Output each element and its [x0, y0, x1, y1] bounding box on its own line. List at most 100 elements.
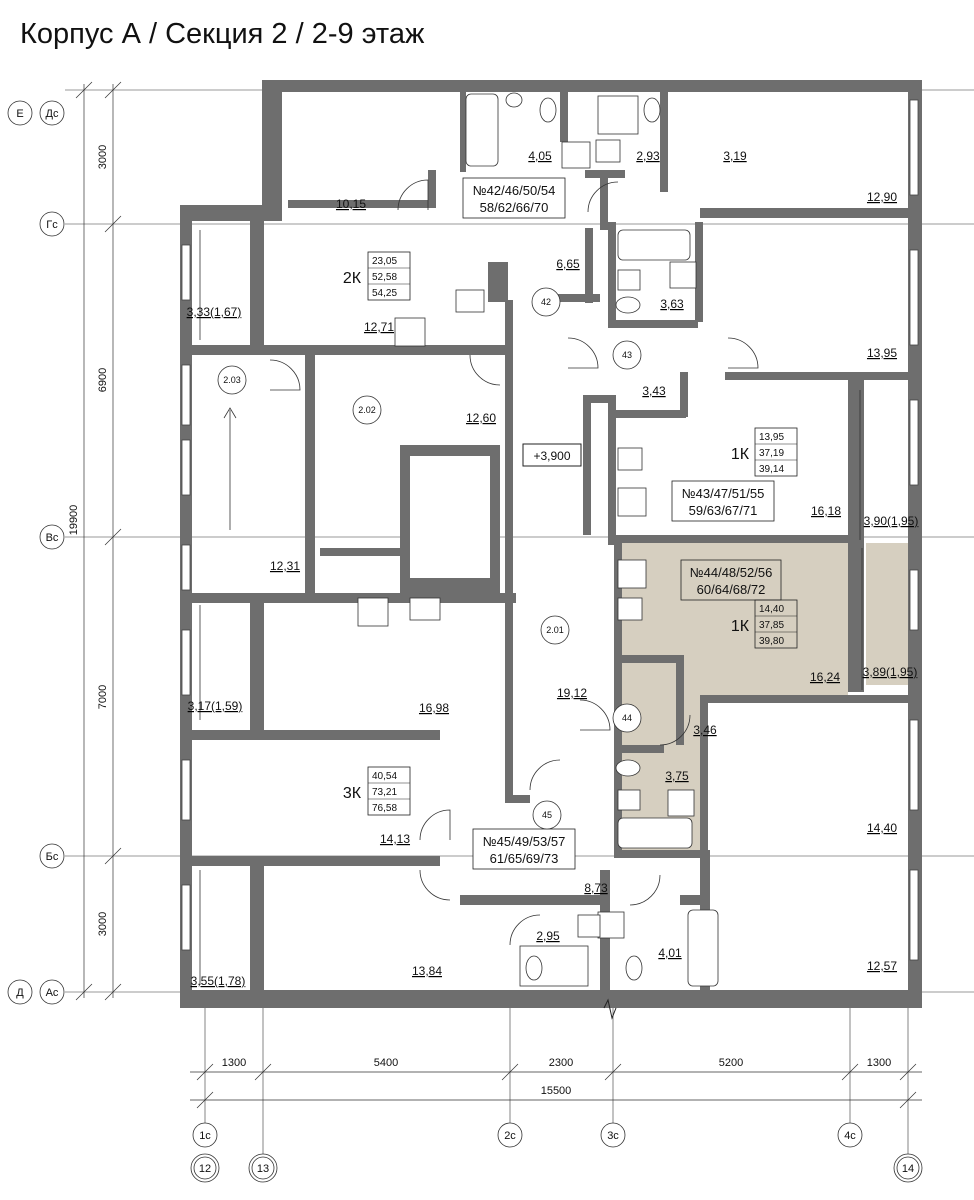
- axis-label: 12: [199, 1163, 211, 1175]
- room-area: 3,90(1,95): [864, 514, 919, 528]
- room-area: 2,93: [636, 149, 660, 163]
- room-area: 12,71: [364, 320, 394, 334]
- axis-bubble: [837, 1122, 863, 1148]
- dimension-value: 2300: [549, 1057, 573, 1069]
- axis-bubble: [251, 1156, 275, 1180]
- room-area: 3,17(1,59): [188, 699, 243, 713]
- axis-label: 1с: [199, 1130, 211, 1142]
- apartment-type: 1К: [731, 446, 750, 463]
- dimension-value: 5200: [719, 1057, 743, 1069]
- room-marker-circles: [217, 287, 642, 830]
- highlighted-balcony-fill: [866, 543, 912, 685]
- apartment-area: 14,40: [759, 604, 784, 615]
- apartment-numbers: №44/48/52/56: [690, 565, 773, 580]
- room-area: 12,60: [466, 411, 496, 425]
- door-swings: [269, 179, 759, 946]
- dimension-value: 3000: [97, 912, 109, 936]
- room-area: 16,24: [810, 670, 840, 684]
- apartment-numbers: 60/64/68/72: [697, 582, 766, 597]
- dimension-value: 19900: [68, 505, 80, 536]
- room-area: 3,55(1,78): [191, 974, 246, 988]
- apartment-type: 2К: [343, 270, 362, 287]
- axis-bubble: [39, 843, 65, 869]
- room-area: 3,89(1,95): [863, 665, 918, 679]
- level-mark-box: [522, 443, 582, 467]
- apartment-area: 73,21: [372, 787, 397, 798]
- apartment-area: 39,80: [759, 636, 784, 647]
- stair-arrow: [223, 407, 237, 530]
- room-area: 19,12: [557, 686, 587, 700]
- apartment-numbers: №45/49/53/57: [483, 834, 566, 849]
- axis-bubble: [39, 211, 65, 237]
- windows: [181, 99, 919, 961]
- balcony-partitions: [199, 230, 863, 985]
- room-marker: 2.03: [223, 375, 241, 385]
- apartment-numbers: 58/62/66/70: [480, 200, 549, 215]
- apartment-area: 37,19: [759, 448, 784, 459]
- axis-bubble: [600, 1122, 626, 1148]
- room-marker: 42: [541, 297, 551, 307]
- dimension-value: 1300: [222, 1057, 246, 1069]
- apartment-area: 52,58: [372, 272, 397, 283]
- room-area: 3,43: [642, 384, 666, 398]
- axis-label: Бс: [46, 851, 59, 863]
- dimension-value: 6900: [97, 368, 109, 392]
- apartment-area: 40,54: [372, 771, 397, 782]
- room-marker: 44: [622, 713, 632, 723]
- axis-label: Ас: [46, 987, 59, 999]
- room-area: 4,01: [658, 946, 682, 960]
- room-area: 3,46: [693, 723, 717, 737]
- fixtures: [357, 92, 719, 987]
- axis-label: Дс: [46, 108, 59, 120]
- apartment-area: 39,14: [759, 464, 784, 475]
- apartment-numbers: 59/63/67/71: [689, 503, 758, 518]
- axis-label: Е: [16, 108, 23, 120]
- apartment-area: 54,25: [372, 288, 397, 299]
- room-marker: 45: [542, 810, 552, 820]
- dimension-value: 15500: [541, 1085, 572, 1097]
- dimension-value: 5400: [374, 1057, 398, 1069]
- axis-bubble: [896, 1156, 920, 1180]
- room-area: 6,65: [556, 257, 580, 271]
- apartment-numbers: №42/46/50/54: [473, 183, 556, 198]
- room-area: 12,57: [867, 959, 897, 973]
- apartment-type: 1К: [731, 618, 750, 635]
- room-area: 3,63: [660, 297, 684, 311]
- axis-bubble: [39, 979, 65, 1005]
- room-area: 8,73: [584, 881, 608, 895]
- room-area: 2,95: [536, 929, 560, 943]
- room-area: 14,13: [380, 832, 410, 846]
- room-marker: 2.02: [358, 405, 376, 415]
- room-area: 3,75: [665, 769, 689, 783]
- apartment-number-boxes: [462, 177, 782, 870]
- room-area: 13,84: [412, 964, 442, 978]
- axis-label: 14: [902, 1163, 914, 1175]
- room-area: 12,31: [270, 559, 300, 573]
- break-mark: [603, 998, 617, 1020]
- level-mark: +3,900: [533, 449, 570, 463]
- apartment-numbers: 61/65/69/73: [490, 851, 559, 866]
- axis-bubble: [193, 1156, 217, 1180]
- axis-bubble: [39, 524, 65, 550]
- room-area: 12,90: [867, 190, 897, 204]
- apartment-area: 37,85: [759, 620, 784, 631]
- room-area: 13,95: [867, 346, 897, 360]
- apartment-type: 3К: [343, 785, 362, 802]
- axis-bubble: [192, 1122, 218, 1148]
- apartment-area: 23,05: [372, 256, 397, 267]
- axis-label: Д: [16, 987, 24, 999]
- room-area: 3,19: [723, 149, 747, 163]
- axis-bubble: [7, 100, 33, 126]
- axis-bubble: [7, 979, 33, 1005]
- room-area: 14,40: [867, 821, 897, 835]
- axis-label: 13: [257, 1163, 269, 1175]
- axis-bubble: [39, 100, 65, 126]
- apartment-area: 13,95: [759, 432, 784, 443]
- axis-bubbles-left: [7, 100, 65, 1005]
- dimension-value: 7000: [97, 685, 109, 709]
- room-marker: 43: [622, 350, 632, 360]
- room-area: 4,05: [528, 149, 552, 163]
- axis-bubbles-bottom: [190, 1122, 923, 1183]
- axis-bubble: [497, 1122, 523, 1148]
